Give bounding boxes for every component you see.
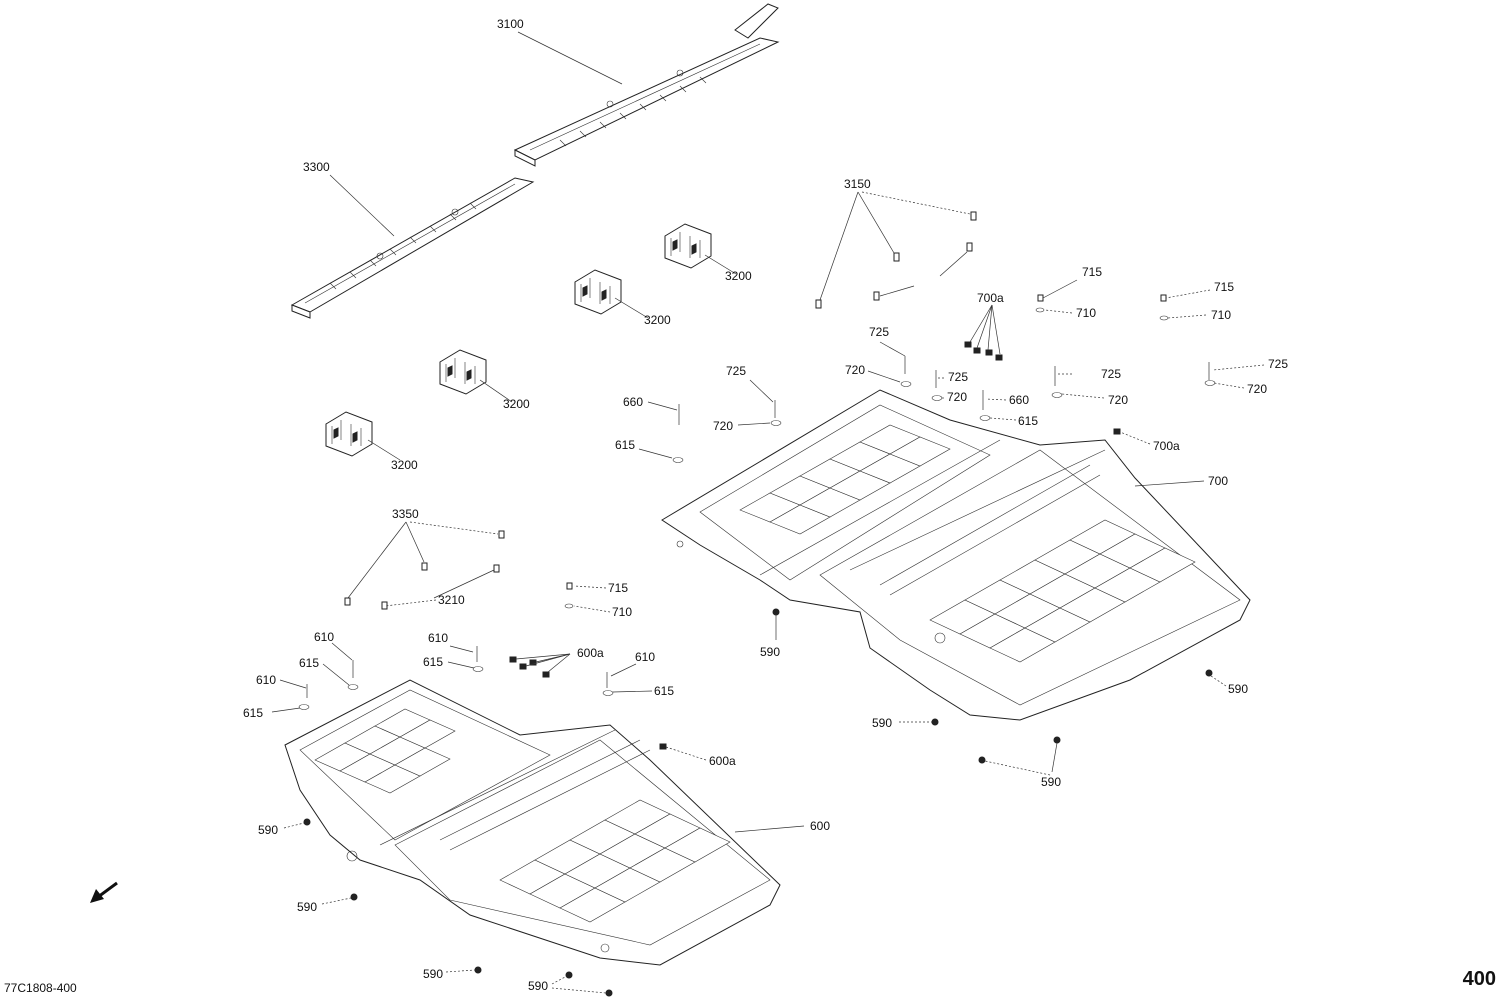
callout-700a-b[interactable]: 700a: [1153, 439, 1180, 453]
callout-600[interactable]: 600: [810, 819, 830, 833]
callout-3150[interactable]: 3150: [844, 177, 871, 191]
callout-715-a[interactable]: 715: [1082, 265, 1102, 279]
callout-720-c[interactable]: 720: [1108, 393, 1128, 407]
part-700-grid-upper: [739, 424, 951, 535]
callout-3200-b[interactable]: 3200: [644, 313, 671, 327]
callout-590-e[interactable]: 590: [258, 823, 278, 837]
callout-720-a[interactable]: 720: [845, 363, 865, 377]
part-600-grid-upper: [314, 708, 456, 794]
callout-590-f[interactable]: 590: [297, 900, 317, 914]
callout-725-b[interactable]: 725: [948, 370, 968, 384]
part-3200-mount-2[interactable]: [574, 269, 622, 315]
callout-590-a[interactable]: 590: [760, 645, 780, 659]
part-600-grid-lower: [499, 799, 731, 923]
callout-590-g[interactable]: 590: [423, 967, 443, 981]
callout-710-c[interactable]: 710: [612, 605, 632, 619]
callout-725-e[interactable]: 725: [726, 364, 746, 378]
callout-615-e[interactable]: 615: [423, 655, 443, 669]
callout-700[interactable]: 700: [1208, 474, 1228, 488]
callout-600a-b[interactable]: 600a: [709, 754, 736, 768]
callout-3300[interactable]: 3300: [303, 160, 330, 174]
callout-590-h[interactable]: 590: [528, 979, 548, 993]
diagram-code: 77C1808-400: [4, 981, 77, 995]
callout-600a-a[interactable]: 600a: [577, 646, 604, 660]
leader-lines: [271, 31, 1265, 994]
callout-615-a[interactable]: 615: [615, 438, 635, 452]
callout-610-c[interactable]: 610: [428, 631, 448, 645]
callout-700a-a[interactable]: 700a: [977, 291, 1004, 305]
callout-610-b[interactable]: 610: [256, 673, 276, 687]
part-3200-mount-3[interactable]: [439, 349, 487, 395]
page-number: 400: [1462, 968, 1496, 990]
part-3200-mount-1[interactable]: [664, 223, 712, 269]
part-3200-mount-4[interactable]: [325, 411, 373, 457]
part-3300-rail[interactable]: [290, 177, 535, 319]
callout-710-a[interactable]: 710: [1076, 306, 1096, 320]
callout-660-a[interactable]: 660: [623, 395, 643, 409]
callout-660-b[interactable]: 660: [1009, 393, 1029, 407]
callout-720-b[interactable]: 720: [947, 390, 967, 404]
callout-3200-d[interactable]: 3200: [391, 458, 418, 472]
callout-715-c[interactable]: 715: [608, 581, 628, 595]
part-700-grid-lower: [929, 519, 1196, 663]
callout-3100[interactable]: 3100: [497, 17, 524, 31]
callout-labels: 3100 3300 3150 3200 3200 3200 3200 3350 …: [243, 17, 1288, 993]
callout-615-c[interactable]: 615: [299, 656, 319, 670]
callout-3350[interactable]: 3350: [392, 507, 419, 521]
part-3100-rail[interactable]: [513, 3, 780, 167]
callout-725-a[interactable]: 725: [869, 325, 889, 339]
arrow-down-left-icon: [90, 881, 118, 903]
callout-720-d[interactable]: 720: [1247, 382, 1267, 396]
callout-3210[interactable]: 3210: [438, 593, 465, 607]
callout-610-a[interactable]: 610: [314, 630, 334, 644]
callout-590-b[interactable]: 590: [1228, 682, 1248, 696]
callout-615-b[interactable]: 615: [1018, 414, 1038, 428]
part-700-floor-plate[interactable]: [661, 389, 1251, 721]
callout-3200-c[interactable]: 3200: [503, 397, 530, 411]
callout-610-d[interactable]: 610: [635, 650, 655, 664]
part-600-floor-plate[interactable]: [284, 679, 781, 966]
callout-720-e[interactable]: 720: [713, 419, 733, 433]
callout-710-b[interactable]: 710: [1211, 308, 1231, 322]
callout-590-d[interactable]: 590: [1041, 775, 1061, 789]
callout-725-c[interactable]: 725: [1101, 367, 1121, 381]
callout-615-d[interactable]: 615: [243, 706, 263, 720]
callout-715-b[interactable]: 715: [1214, 280, 1234, 294]
callout-725-d[interactable]: 725: [1268, 357, 1288, 371]
callout-615-f[interactable]: 615: [654, 684, 674, 698]
callout-3200-a[interactable]: 3200: [725, 269, 752, 283]
callout-590-c[interactable]: 590: [872, 716, 892, 730]
hardware-parts: [298, 211, 1216, 997]
